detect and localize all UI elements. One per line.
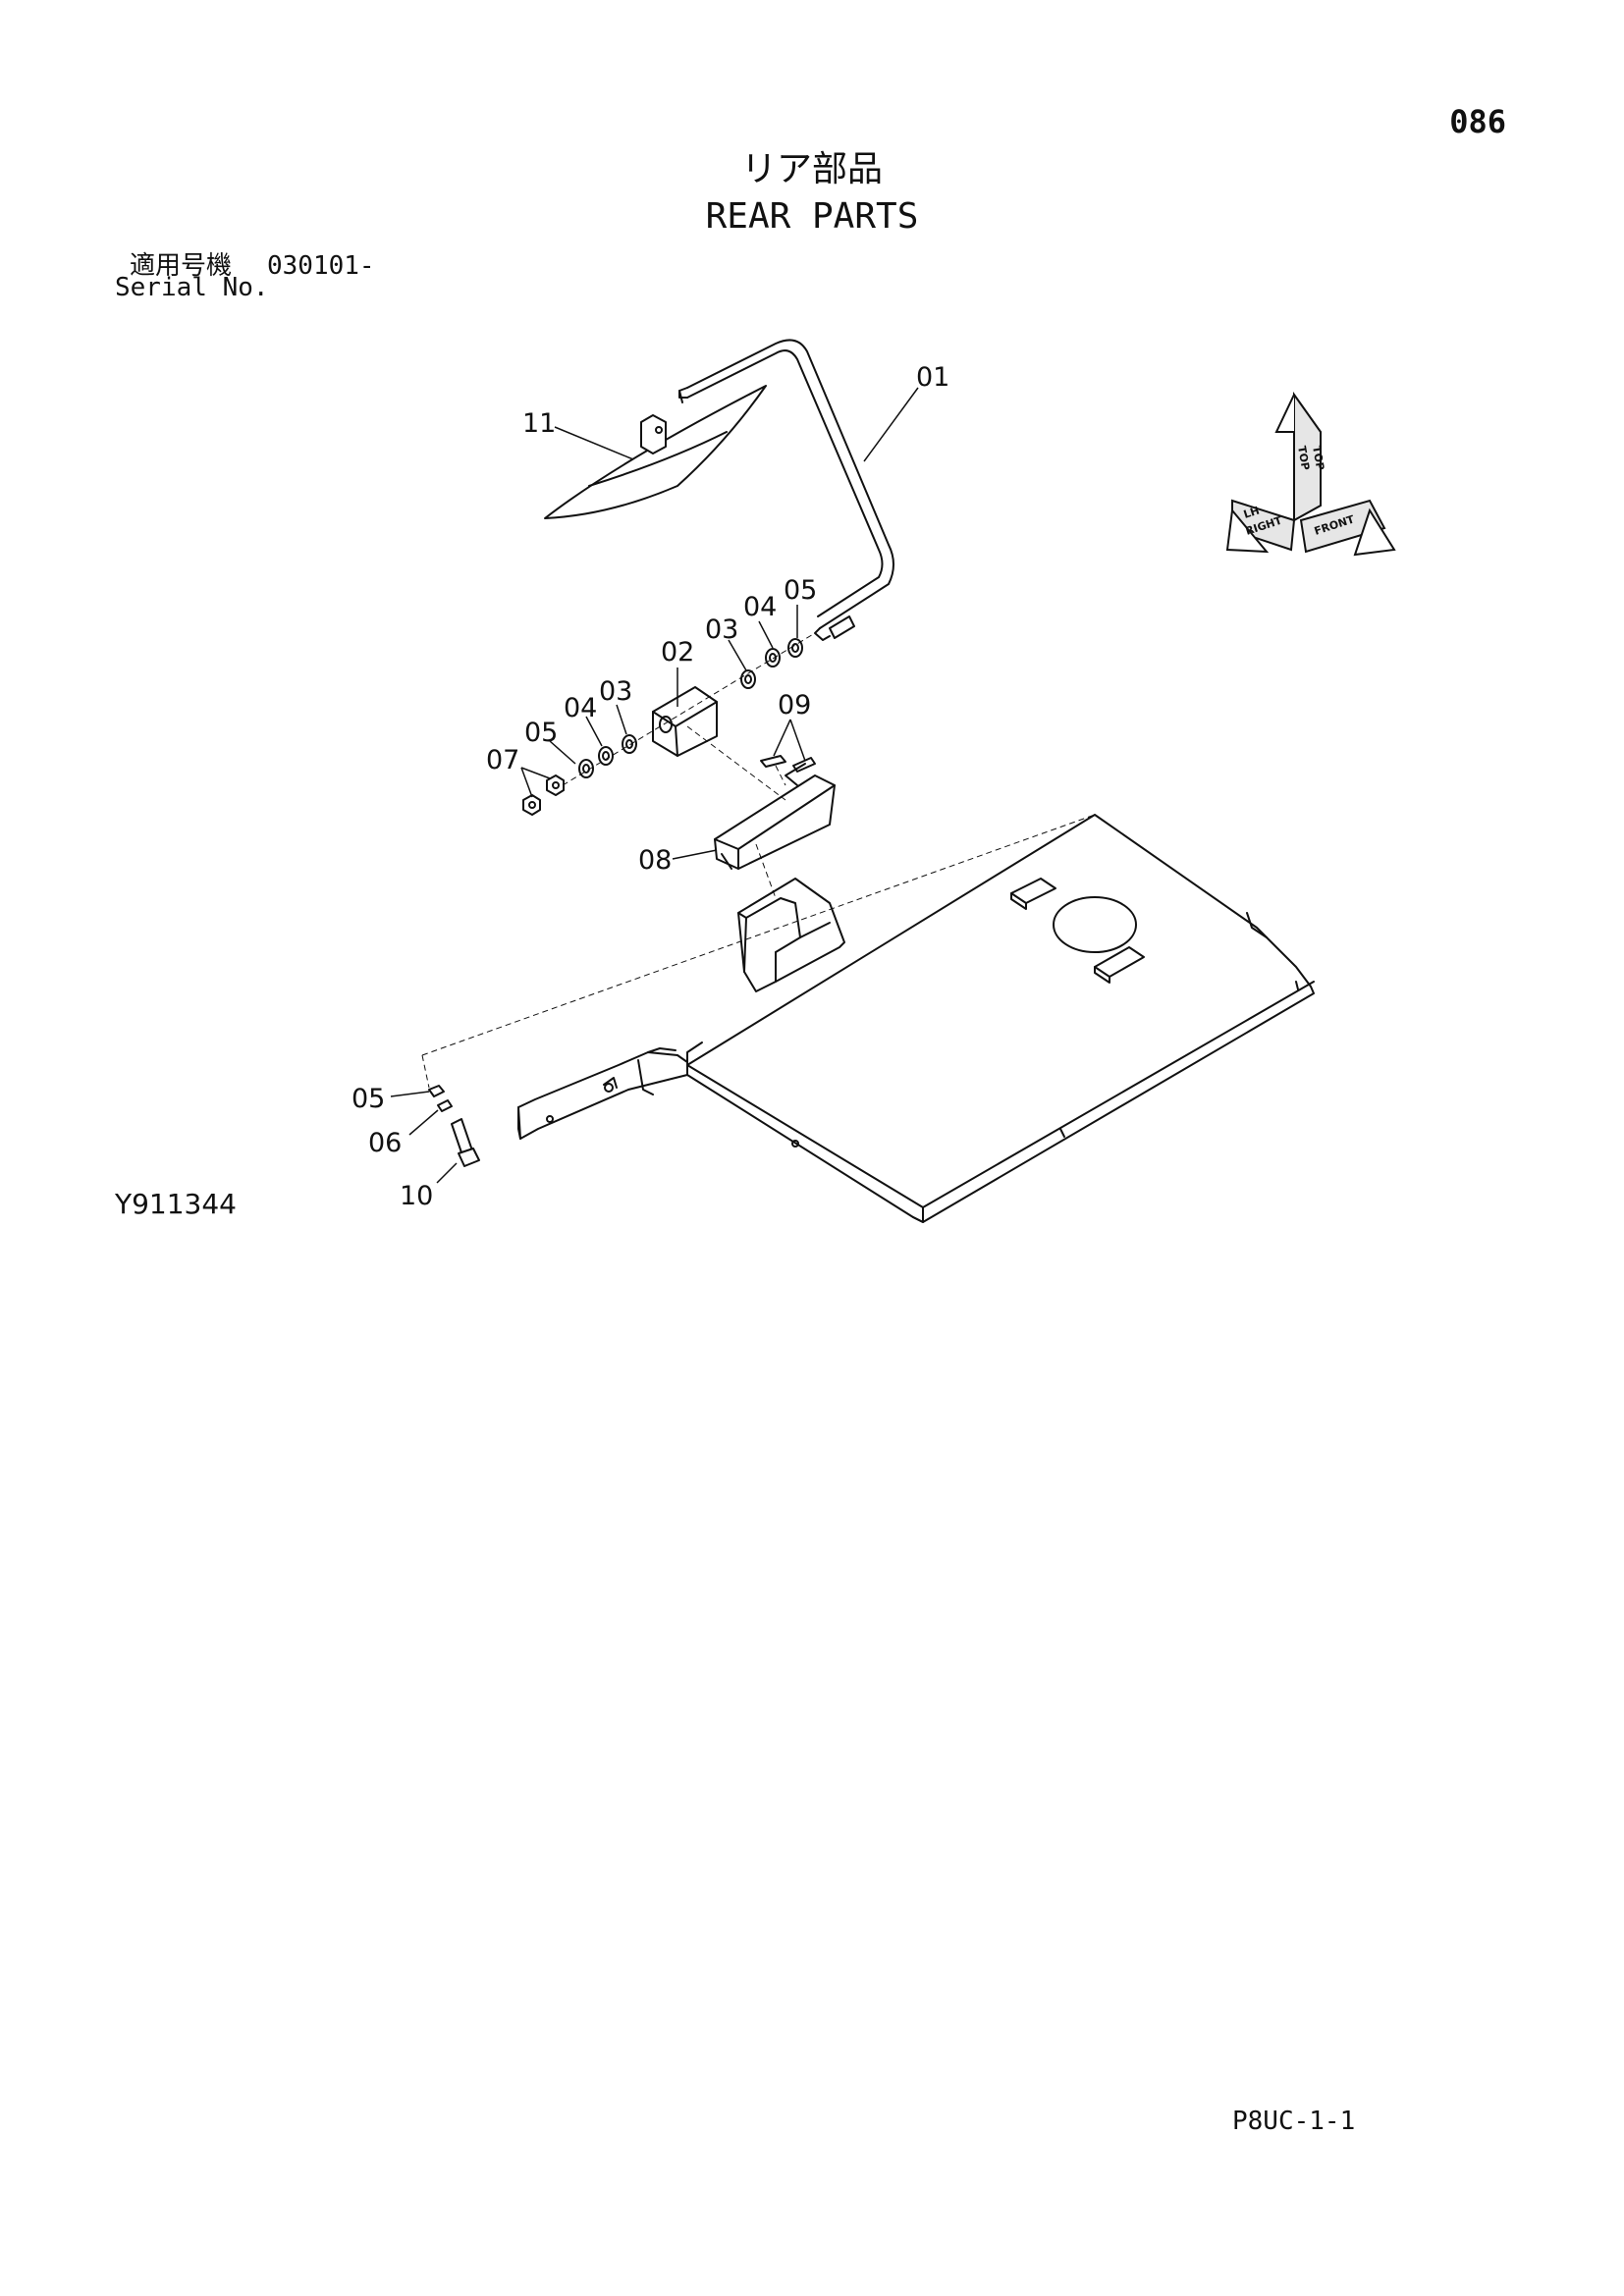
orientation-top-label: TOP bbox=[1295, 445, 1312, 471]
rear-handrail bbox=[678, 339, 894, 641]
callout-05-upper: 05 bbox=[784, 575, 817, 606]
leader-01 bbox=[863, 387, 919, 462]
orientation-top-label-2: TOP bbox=[1310, 445, 1326, 471]
callout-02: 02 bbox=[661, 637, 694, 667]
mount-bracket bbox=[737, 878, 845, 992]
leader-07b bbox=[520, 767, 551, 779]
leader-03a bbox=[728, 639, 747, 671]
leader-10 bbox=[436, 1162, 458, 1184]
callout-07: 07 bbox=[486, 745, 519, 775]
page-title-japanese: リア部品 bbox=[740, 149, 883, 189]
orientation-indicator: TOP TOP LH RIGHT FRONT bbox=[1225, 391, 1396, 557]
callout-09: 09 bbox=[778, 690, 811, 721]
pins bbox=[760, 755, 816, 773]
leader-09b bbox=[789, 719, 806, 762]
callout-03-lower: 03 bbox=[599, 676, 632, 707]
leader-03b bbox=[616, 704, 627, 735]
leader-04b bbox=[585, 716, 603, 747]
leader-11 bbox=[554, 426, 634, 460]
callout-08: 08 bbox=[638, 845, 672, 876]
rear-mirror bbox=[544, 385, 767, 519]
leader-05c bbox=[390, 1091, 430, 1097]
serial-range: 030101- bbox=[267, 251, 375, 281]
callout-11: 11 bbox=[522, 408, 556, 439]
support-block bbox=[714, 763, 836, 870]
callout-05-bottom: 05 bbox=[352, 1084, 385, 1114]
serial-label-japanese: 適用号機 bbox=[130, 251, 233, 281]
drawing-number: Y911344 bbox=[115, 1188, 237, 1220]
sheet-code: P8UC-1-1 bbox=[1232, 2107, 1356, 2136]
leader-09a bbox=[773, 719, 791, 757]
callout-06: 06 bbox=[368, 1128, 402, 1158]
serial-label-english: Serial No. bbox=[115, 273, 269, 302]
callout-01: 01 bbox=[916, 362, 949, 393]
leader-06 bbox=[408, 1109, 439, 1136]
side-frame bbox=[517, 1047, 688, 1140]
callout-03-upper: 03 bbox=[705, 614, 738, 645]
callout-05-lower: 05 bbox=[524, 718, 558, 748]
page-number: 086 bbox=[1449, 103, 1506, 140]
callout-10: 10 bbox=[400, 1181, 433, 1211]
pivot-block bbox=[652, 686, 718, 757]
leader-04a bbox=[758, 620, 774, 649]
page-title-english: REAR PARTS bbox=[705, 196, 919, 237]
orientation-left-label: LH bbox=[1242, 504, 1261, 520]
fastener-set bbox=[428, 1085, 480, 1167]
leader-08 bbox=[672, 849, 718, 860]
callout-04-upper: 04 bbox=[743, 592, 777, 622]
leader-07a bbox=[520, 767, 533, 798]
floor-plate bbox=[686, 814, 1315, 1223]
leader-05b bbox=[549, 740, 576, 765]
callout-04-lower: 04 bbox=[564, 693, 597, 723]
